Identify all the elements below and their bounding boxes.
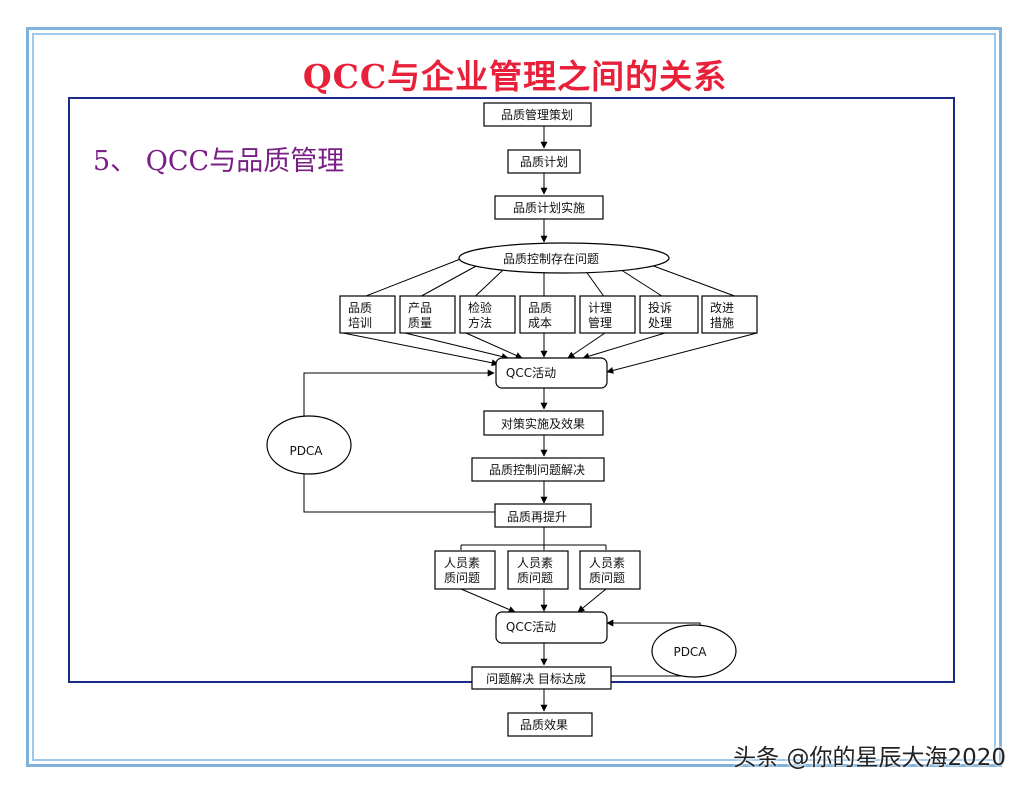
label-countermeasure: 对策实施及效果 [501,416,585,431]
node-staff-1 [434,550,496,590]
label-cat-product-2: 质量 [408,316,432,330]
label-control-issue: 品质控制存在问题 [503,252,599,266]
label-cat-complaint-1: 投诉 [648,300,672,315]
node-staff-2 [507,550,569,590]
label-effect: 品质效果 [520,717,568,732]
node-effect [507,712,593,737]
node-countermeasure [483,410,604,436]
label-cat-improve-1: 改进 [710,301,734,315]
label-cat-training-2: 培训 [348,315,372,330]
label-pdca1: PDCA [289,444,323,458]
label-plan-impl: 品质计划实施 [513,200,585,215]
label-qcc1: QCC活动 [506,366,556,380]
node-goal [471,666,612,690]
label-cat-complaint-2: 处理 [648,316,672,330]
watermark: 头条 @你的星辰大海2020 [733,745,1006,771]
label-staff-1b: 质问题 [444,571,480,585]
inner-slide-border [32,33,996,761]
node-cat-inspection [459,295,516,334]
label-staff-1a: 人员素 [444,556,480,570]
label-staff-2a: 人员素 [517,556,553,570]
node-pdca2 [651,624,737,678]
label-control-solved: 品质控制问题解决 [489,463,585,477]
node-quality-up [494,503,592,528]
label-cat-improve-2: 措施 [710,316,734,330]
node-plan-strategy [483,102,592,127]
label-cat-inspection-2: 方法 [468,315,492,330]
node-cat-cost [519,295,576,334]
node-control-issue [458,242,670,274]
label-pdca2: PDCA [673,645,707,659]
label-quality-up: 品质再提升 [507,509,567,524]
label-plan-strategy: 品质管理策划 [501,107,573,122]
label-goal: 问题解决 目标达成 [486,672,586,686]
label-cat-cost-1: 品质 [528,301,552,315]
node-pdca1 [266,415,352,475]
node-plan [507,149,581,174]
node-plan-impl [494,195,604,220]
node-cat-complaint [639,295,699,334]
label-cat-inspection-1: 检验 [468,300,492,315]
node-cat-product [399,295,456,334]
node-cat-improve [701,295,758,334]
outer-slide-border [26,27,1002,767]
label-staff-2b: 质问题 [517,571,553,585]
label-plan: 品质计划 [520,155,568,169]
node-cat-training [339,295,396,334]
node-qcc2 [495,611,608,644]
node-cat-measure [579,295,636,334]
label-cat-training-1: 品质 [348,301,372,315]
node-staff-3 [579,550,641,590]
label-cat-product-1: 产品 [408,301,432,315]
label-cat-measure-1: 计理 [588,301,612,315]
label-staff-3a: 人员素 [589,556,625,570]
label-staff-3b: 质问题 [589,571,625,585]
label-cat-measure-2: 管理 [588,315,612,330]
label-cat-cost-2: 成本 [528,316,552,330]
node-qcc1 [495,357,608,389]
node-control-solved [471,457,605,482]
label-qcc2: QCC活动 [506,620,556,634]
slide-title: QCC与企业管理之间的关系 [302,57,728,96]
section-title: 5、 QCC与品质管理 [93,146,345,177]
